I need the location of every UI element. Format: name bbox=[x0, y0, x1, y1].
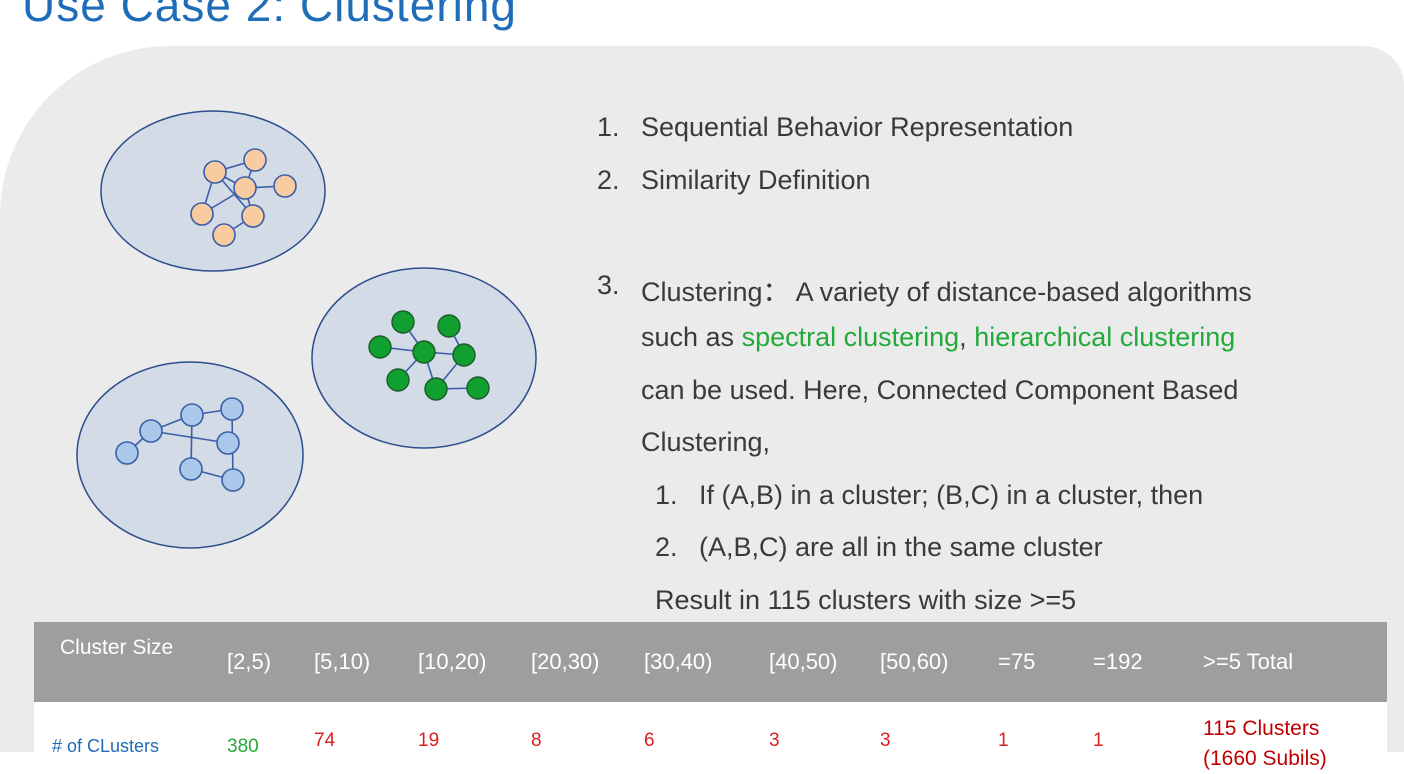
value-cell: 6 bbox=[644, 730, 655, 751]
cluster-size-table: Cluster Size [2,5) [5,10) [10,20) [20,30… bbox=[34, 622, 1387, 774]
cluster-orange-nodes bbox=[190, 148, 297, 247]
page-title: Use Case 2: Clustering bbox=[22, 0, 517, 31]
header-cell: [2,5) bbox=[227, 649, 272, 674]
value-cell: 8 bbox=[531, 730, 542, 751]
header-cell: [10,20) bbox=[418, 649, 487, 674]
cluster-blue-nodes bbox=[115, 397, 245, 492]
header-cell: [30,40) bbox=[644, 649, 713, 674]
item3-line4: Clustering, bbox=[641, 427, 771, 457]
value-cell: 3 bbox=[880, 730, 891, 751]
row-label: # of CLusters bbox=[52, 736, 160, 756]
item3-comma: , bbox=[959, 322, 975, 352]
value-cell: 1 bbox=[1093, 730, 1104, 751]
item3-line1: Clustering： A variety of distance-based … bbox=[641, 277, 1252, 307]
item3-line3: can be used. Here, Connected Component B… bbox=[641, 375, 1239, 405]
header-cell: =192 bbox=[1093, 649, 1143, 674]
item3-line2: such as spectral clustering, hierarchica… bbox=[641, 322, 1235, 353]
item1-number: 1. bbox=[597, 112, 620, 142]
cluster-blue-bubble bbox=[76, 361, 304, 549]
value-cell: 19 bbox=[418, 730, 440, 751]
header-cell: =75 bbox=[998, 649, 1036, 674]
table-header-row: Cluster Size [2,5) [5,10) [10,20) [20,30… bbox=[34, 622, 1387, 702]
sub1-text: If (A,B) in a cluster; (B,C) in a cluste… bbox=[699, 480, 1204, 510]
result-text: Result in 115 clusters with size >=5 bbox=[655, 585, 1077, 615]
header-cell-total: >=5 Total bbox=[1203, 649, 1294, 674]
total-clusters: 115 Clusters bbox=[1203, 717, 1320, 740]
cluster-green-nodes bbox=[368, 310, 490, 401]
value-cell: 1 bbox=[998, 730, 1009, 751]
header-cell: [5,10) bbox=[314, 649, 371, 674]
value-cell: 74 bbox=[314, 730, 336, 751]
cluster-illustration bbox=[76, 110, 537, 549]
item2-text: Similarity Definition bbox=[641, 165, 871, 195]
header-cluster-size: Cluster Size bbox=[60, 636, 174, 659]
cluster-orange-bubble bbox=[100, 110, 326, 272]
sub2-text: (A,B,C) are all in the same cluster bbox=[699, 532, 1103, 562]
header-cell: [20,30) bbox=[531, 649, 600, 674]
header-cell: [40,50) bbox=[769, 649, 838, 674]
item3-prefix: such as bbox=[641, 322, 742, 352]
hierarchical-clustering-text: hierarchical clustering bbox=[974, 322, 1236, 352]
header-cell: [50,60) bbox=[880, 649, 949, 674]
spectral-clustering-text: spectral clustering bbox=[741, 322, 960, 352]
sub2-number: 2. bbox=[655, 532, 678, 562]
value-cell: 380 bbox=[227, 736, 259, 757]
total-subils: (1660 Subils) bbox=[1203, 747, 1327, 770]
total-cell: 115 Clusters (1660 Subils) bbox=[1203, 702, 1387, 774]
item1-text: Sequential Behavior Representation bbox=[641, 112, 1074, 142]
value-cell: 3 bbox=[769, 730, 780, 751]
item2-number: 2. bbox=[597, 165, 620, 195]
item3-number: 3. bbox=[597, 270, 620, 300]
sub1-number: 1. bbox=[655, 480, 678, 510]
table-row: # of CLusters 380 74 19 8 6 3 3 1 1 115 … bbox=[34, 702, 1387, 774]
